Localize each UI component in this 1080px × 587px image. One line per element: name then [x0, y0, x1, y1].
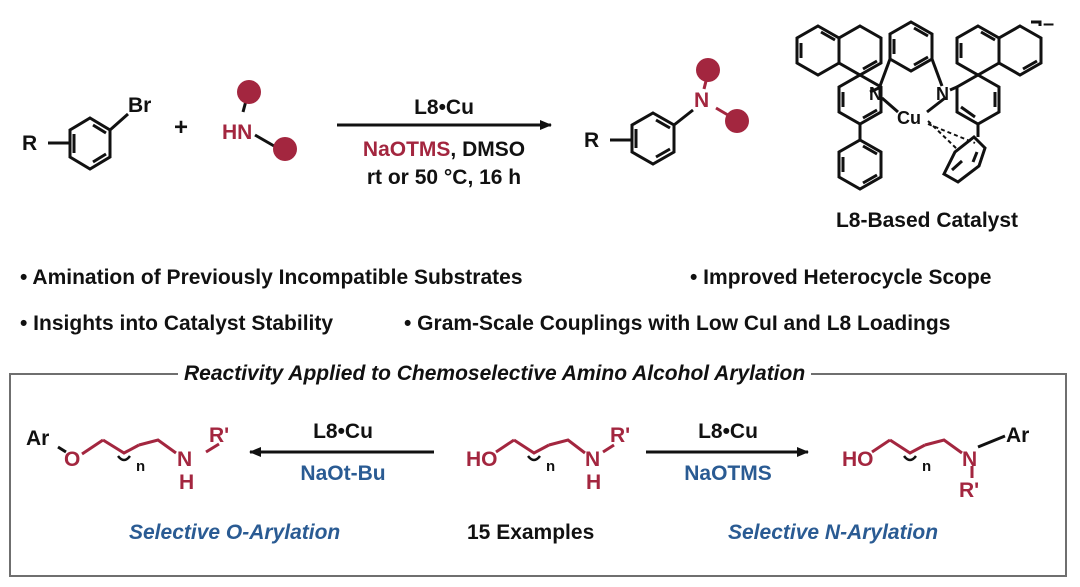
reagent-conditions-label: rt or 50 °C, 16 h: [367, 166, 521, 189]
n-product-ar: Ar: [1006, 424, 1029, 447]
o-product-nh: N: [177, 448, 192, 471]
bullet-gram-scale: • Gram-Scale Couplings with Low CuI and …: [404, 312, 951, 335]
n-aryl-product-structure: [871, 434, 1006, 478]
o-product-ar: Ar: [26, 427, 49, 450]
product-structure: [610, 108, 694, 166]
sm-n-subscript: n: [546, 458, 555, 475]
sm-nh: N: [585, 448, 600, 471]
n-reagent-catalyst: L8•Cu: [698, 420, 758, 443]
product-r-label: R: [584, 129, 599, 152]
amine-structure: [237, 80, 297, 161]
amino-alcohol-structure: [495, 438, 615, 462]
product-amine-substituents: [696, 58, 749, 133]
o-product-o: O: [64, 448, 80, 471]
label-n-arylation: Selective N-Arylation: [728, 521, 939, 544]
catalyst-structure: [795, 20, 1043, 191]
label-o-arylation: Selective O-Arylation: [129, 521, 341, 544]
sm-h: H: [586, 471, 601, 494]
n-product-n: N: [962, 448, 977, 471]
o-product-h: H: [179, 471, 194, 494]
aryl-bromide-structure: [48, 112, 129, 171]
bullet-heterocycle: • Improved Heterocycle Scope: [690, 266, 992, 289]
product-substituent-dot: [725, 109, 749, 133]
catalyst-n-right: N: [936, 84, 949, 104]
bromine-label: Br: [128, 94, 151, 117]
sm-ho: HO: [466, 448, 498, 471]
catalyst-charge: –: [1043, 13, 1054, 35]
n-product-ho: HO: [842, 448, 874, 471]
n-product-rprime: R': [959, 479, 979, 502]
reagent-catalyst-label: L8•Cu: [414, 96, 474, 119]
reactant-r-label: R: [22, 132, 37, 155]
sm-rprime: R': [610, 424, 630, 447]
amine-substituent-dot: [273, 137, 297, 161]
product-n-label: N: [694, 89, 709, 112]
plus-sign: +: [174, 114, 188, 141]
reagent-solvent-label: , DMSO: [450, 138, 525, 161]
n-reagent-base: NaOTMS: [684, 462, 772, 485]
bullet-substrates: • Amination of Previously Incompatible S…: [20, 266, 523, 289]
label-examples: 15 Examples: [467, 521, 595, 544]
catalyst-caption: L8-Based Catalyst: [836, 209, 1018, 232]
reagent-base-label: NaOTMS: [363, 138, 451, 161]
amine-hn-label: HN: [222, 121, 252, 144]
n-product-n-subscript: n: [922, 458, 931, 475]
catalyst-n-left: N: [869, 84, 882, 104]
catalyst-cu-label: Cu: [897, 108, 921, 128]
bullet-stability: • Insights into Catalyst Stability: [20, 312, 334, 335]
o-product-n-subscript: n: [136, 458, 145, 475]
amine-substituent-dot: [237, 80, 261, 104]
o-reagent-catalyst: L8•Cu: [313, 420, 373, 443]
catalyst-eta-bonds: [927, 120, 976, 151]
reagent-base-line: NaOTMS, DMSO: [363, 138, 525, 161]
box-title: Reactivity Applied to Chemoselective Ami…: [178, 362, 812, 386]
product-substituent-dot: [696, 58, 720, 82]
o-aryl-product-structure: [57, 438, 220, 462]
o-reagent-base: NaOt-Bu: [300, 462, 385, 485]
o-product-rprime: R': [209, 424, 229, 447]
amino-alcohol-box: [9, 373, 1067, 577]
